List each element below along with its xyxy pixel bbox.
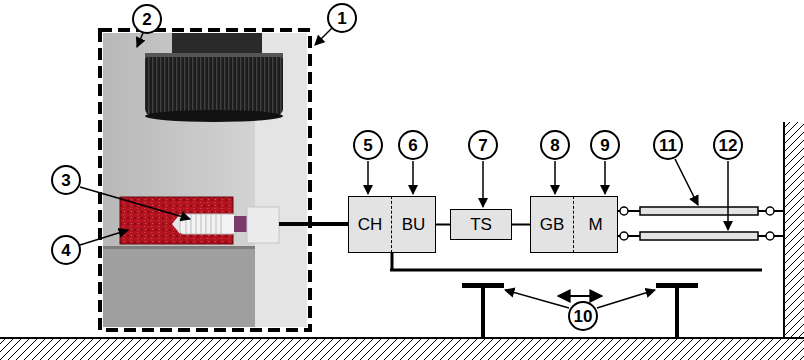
spring-symbol bbox=[640, 207, 758, 215]
callout-number: 7 bbox=[468, 130, 498, 160]
leader-line bbox=[604, 161, 606, 194]
callout-number: 11 bbox=[653, 130, 683, 160]
photo bbox=[247, 207, 279, 243]
process-box: BU bbox=[392, 196, 436, 253]
box-label: TS bbox=[470, 216, 492, 233]
slide-rail bbox=[675, 286, 679, 337]
photo bbox=[180, 214, 236, 234]
slide-rail bbox=[558, 295, 602, 297]
callout-number: 10 bbox=[568, 301, 598, 331]
spring-symbol bbox=[618, 207, 783, 240]
callout-number: 6 bbox=[398, 130, 428, 160]
leader-line bbox=[80, 187, 190, 219]
leader-line bbox=[505, 290, 569, 308]
callout-number: 9 bbox=[590, 130, 620, 160]
photo bbox=[103, 246, 255, 249]
spring-symbol bbox=[758, 235, 766, 237]
leader-line bbox=[412, 161, 414, 194]
slide-rail bbox=[390, 269, 762, 272]
ground-and-wall bbox=[0, 337, 804, 339]
photo bbox=[145, 110, 283, 122]
leader-line bbox=[367, 161, 369, 194]
photo bbox=[103, 246, 255, 327]
ground-and-wall bbox=[0, 339, 804, 360]
slide-rail bbox=[391, 253, 394, 271]
photo bbox=[172, 214, 180, 234]
spring-symbol bbox=[766, 207, 774, 215]
leader-line bbox=[137, 33, 143, 47]
leader-line bbox=[80, 28, 728, 308]
slide-rail bbox=[390, 253, 762, 337]
leader-line bbox=[675, 159, 698, 205]
callout-number: 1 bbox=[327, 3, 357, 33]
spring-symbol bbox=[766, 232, 774, 240]
spring-symbol bbox=[758, 210, 766, 212]
leader-line bbox=[597, 290, 655, 308]
callout-number: 12 bbox=[713, 130, 743, 160]
process-box: CH bbox=[348, 196, 392, 253]
ground-and-wall bbox=[785, 122, 804, 337]
callout-number: 2 bbox=[132, 4, 162, 34]
connector-line bbox=[436, 224, 450, 226]
leader-line bbox=[315, 28, 332, 45]
spring-symbol bbox=[628, 210, 640, 212]
leader-line bbox=[482, 161, 484, 207]
photo bbox=[279, 222, 349, 226]
leader-line bbox=[80, 230, 128, 245]
photo bbox=[186, 214, 221, 234]
photo bbox=[145, 53, 283, 57]
box-label: CH bbox=[358, 216, 383, 233]
process-box: TS bbox=[450, 209, 512, 240]
leader-line bbox=[727, 161, 729, 230]
photo bbox=[103, 33, 307, 327]
callout-number: 5 bbox=[353, 130, 383, 160]
callout-number: 8 bbox=[540, 130, 570, 160]
spring-symbol bbox=[620, 207, 628, 215]
box-label: M bbox=[588, 216, 602, 233]
leader-line bbox=[554, 161, 556, 194]
photo bbox=[100, 30, 349, 330]
process-box: GB bbox=[530, 196, 574, 253]
photo bbox=[145, 53, 283, 115]
box-label: BU bbox=[402, 216, 426, 233]
callout-number: 4 bbox=[51, 235, 81, 265]
spring-symbol bbox=[620, 232, 628, 240]
spring-symbol bbox=[774, 235, 783, 237]
spring-symbol bbox=[640, 232, 758, 240]
process-box: M bbox=[574, 196, 618, 253]
connector-line bbox=[512, 224, 530, 226]
box-label: GB bbox=[540, 216, 565, 233]
photo bbox=[172, 33, 262, 53]
slide-rail bbox=[481, 286, 485, 337]
spring-symbol bbox=[774, 210, 783, 212]
photo bbox=[234, 216, 247, 232]
ground-and-wall bbox=[783, 122, 785, 338]
ground-and-wall bbox=[0, 122, 804, 360]
spring-symbol bbox=[628, 235, 640, 237]
photo bbox=[100, 30, 310, 330]
callout-number: 3 bbox=[51, 165, 81, 195]
